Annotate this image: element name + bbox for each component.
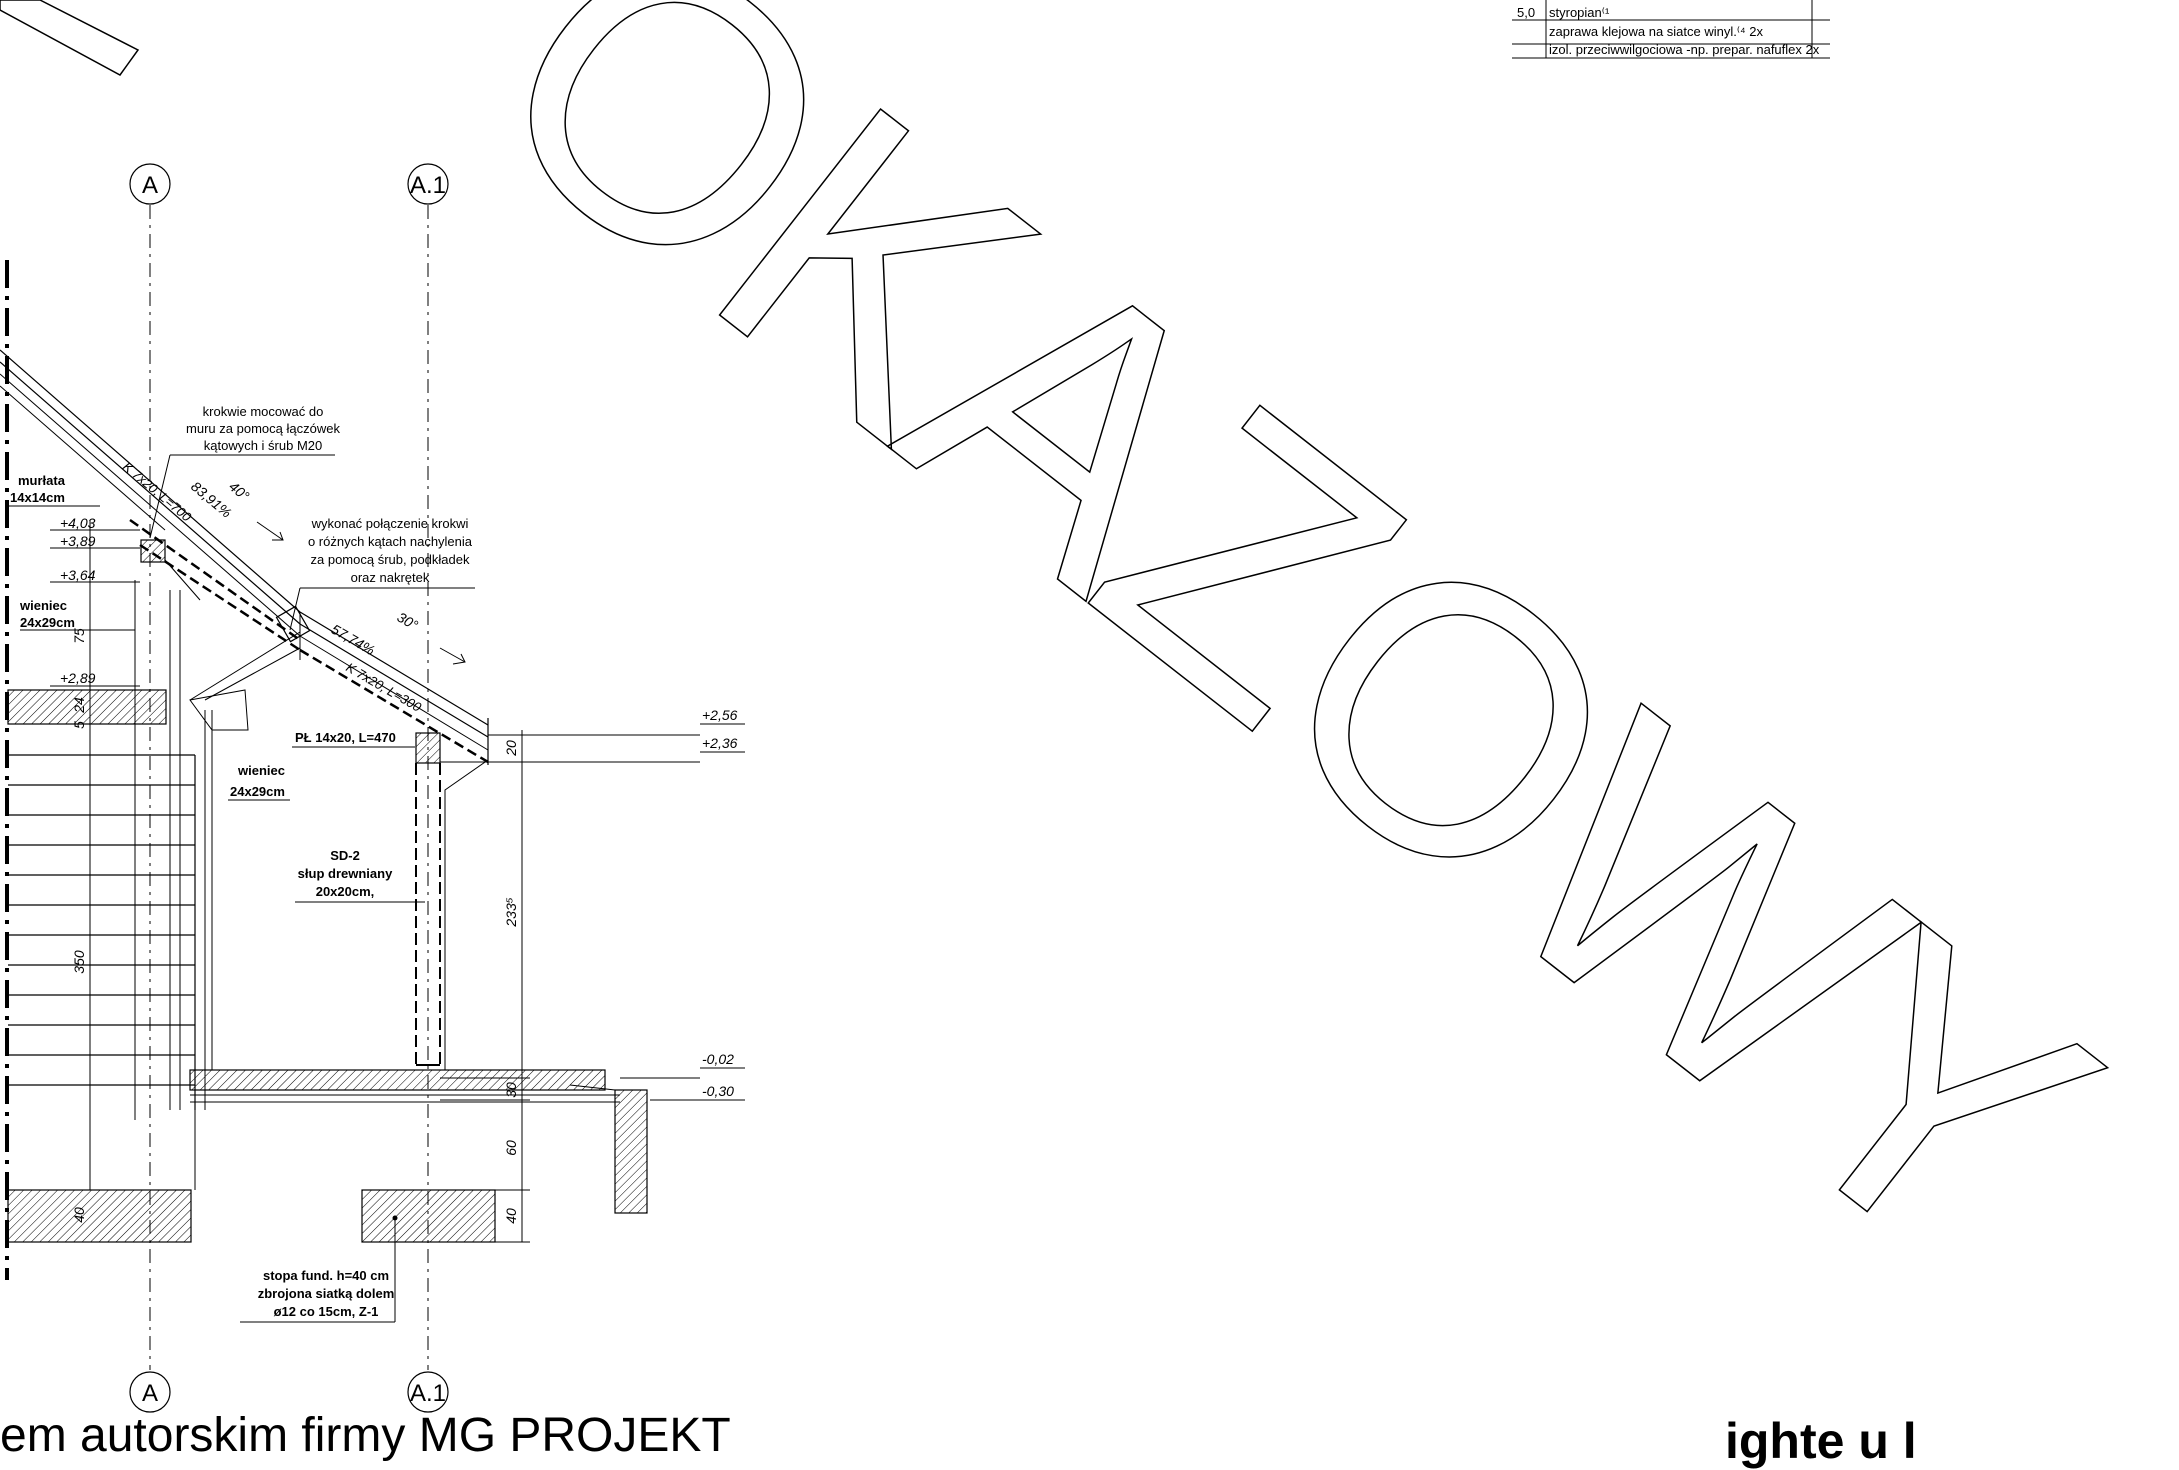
grid-axis-a: A A [129,163,171,1413]
label-wieniec-mid: wieniec [237,763,285,778]
dim-5: 5 [71,721,87,729]
axis-label-a-bottom: A [142,1380,158,1407]
label-plate: PŁ 14x20, L=470 [295,730,396,745]
dim-350: 350 [71,950,87,974]
footing-a1 [361,1189,496,1243]
level-403: +4,03 [60,515,96,531]
note-line: kątowych i śrub M20 [204,438,323,453]
note-line: krokwie mocować do [203,404,324,419]
label-wieniec-left: wieniec [19,598,67,613]
footer-copyright: em autorskim firmy MG PROJEKT [0,1409,731,1462]
level-256: +2,56 [702,707,738,723]
note-line: zbrojona siatką dolem [258,1286,395,1301]
note-rafter-anchor: krokwie mocować do muru za pomocą łączów… [149,404,340,539]
level-236: +2,36 [702,735,738,751]
level-m030: -0,30 [702,1083,734,1099]
note-line: ø12 co 15cm, Z-1 [274,1304,379,1319]
dim-233: 233⁵ [503,897,519,927]
levels-right: +2,56 +2,36 -0,02 -0,30 [488,707,745,1101]
layer-row: zaprawa klejowa na siatce winyl.⁽⁴ 2x [1549,24,1763,39]
note-line: o różnych kątach nachylenia [308,534,473,549]
label-wieniec-left-size: 24x29cm [20,615,75,630]
note-line: wykonać połączenie krokwi [311,516,469,531]
label-wieniec-mid-size: 24x29cm [230,784,285,799]
lower-roof [275,605,489,765]
note-line: SD-2 [330,848,360,863]
layer-row: styropian⁽¹ [1549,5,1610,20]
label-murlata-size: 14x14cm [10,490,65,505]
dim-40-right: 40 [503,1208,519,1224]
note-post: SD-2 słup drewniany 20x20cm, [295,848,425,903]
label-rafter-upper: K 7x20, L=700 [120,459,195,525]
levels-left: +4,03 +3,89 +3,64 +2,89 [50,515,140,687]
dim-60: 60 [503,1140,519,1156]
slope-upper-angle: 40° [226,478,253,504]
axis-label-a1-bottom: A.1 [410,1380,446,1407]
ground-slab [189,1069,648,1214]
dimension-left: 75 24 5 350 40 [71,520,91,1223]
dimension-right: 20 233⁵ 30 60 40 [440,730,530,1243]
layer-thickness: 5,0 [1517,5,1535,20]
rafter-strut [189,631,301,731]
ceiling-slab-left [7,689,167,725]
murlata-detail [134,539,201,1120]
label-rafter-lower: K 7x20, L=300 [344,660,425,715]
stair-lines [8,710,213,1110]
layer-row: izol. przeciwwilgociowa -np. prepar. naf… [1549,42,1820,57]
level-364: +3,64 [60,567,96,583]
dim-24: 24 [71,697,87,714]
dim-20: 20 [503,740,519,757]
dim-30: 30 [503,1082,519,1098]
label-murlata: murłata [18,473,66,488]
note-line: 20x20cm, [316,884,375,899]
watermark-fragment [0,0,140,76]
wooden-post [415,732,489,1070]
dim-75: 75 [71,628,87,644]
note-line: słup drewniany [298,866,393,881]
slope-upper-percent: 83,91% [188,478,235,521]
grid-axis-a1: A.1 A.1 [407,163,449,1413]
note-rafter-joint: wykonać połączenie krokwi o różnych kąta… [289,516,475,631]
note-foundation: stopa fund. h=40 cm zbrojona siatką dole… [240,1215,398,1323]
note-line: oraz nakrętek [351,570,430,585]
note-line: stopa fund. h=40 cm [263,1268,389,1283]
layer-table: 5,0 styropian⁽¹ zaprawa klejowa na siatc… [1512,0,1830,59]
footing-left [7,1189,192,1243]
level-m002: -0,02 [702,1051,734,1067]
note-line: za pomocą śrub, podkładek [311,552,470,567]
axis-label-a-top: A [142,172,158,199]
note-line: muru za pomocą łączówek [186,421,340,436]
level-289: +2,89 [60,670,96,686]
dim-40-left: 40 [71,1207,87,1223]
watermark: OKAZOWY [420,0,2162,1340]
axis-label-a1-top: A.1 [410,172,446,199]
footer-brand-fragment: ighte u l [1725,1413,1917,1469]
level-389: +3,89 [60,533,96,549]
slope-lower-angle: 30° [395,609,422,634]
slope-lower-percent: 57,74% [329,621,378,659]
